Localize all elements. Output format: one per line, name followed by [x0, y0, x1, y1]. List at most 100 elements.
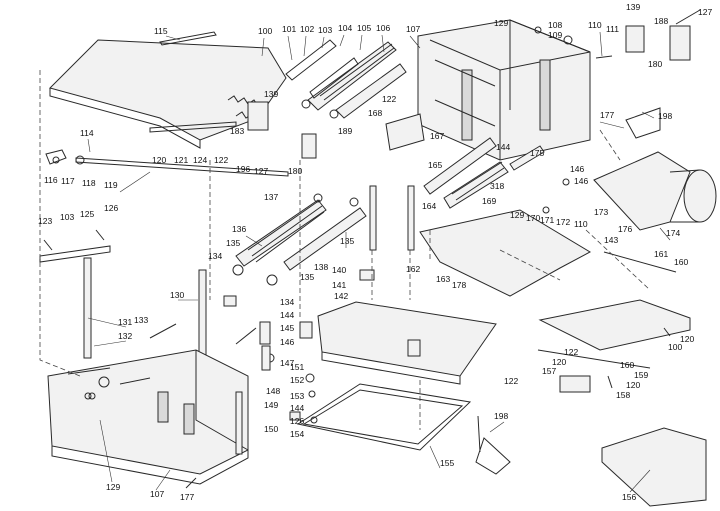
callout-165: 165 [428, 160, 442, 170]
callout-118: 118 [82, 178, 96, 188]
callout-198: 198 [658, 111, 672, 121]
callout-101: 101 [282, 24, 296, 34]
base-stand [47, 349, 249, 485]
callout-134a: 134 [208, 251, 222, 261]
callout-103: 103 [318, 25, 332, 35]
callout-122d: 122 [504, 376, 518, 386]
callout-110: 110 [588, 20, 602, 30]
callout-139: 139 [626, 2, 640, 12]
callout-154: 154 [290, 429, 304, 439]
end-cover [601, 427, 707, 507]
callout-189: 189 [338, 126, 352, 136]
callout-164: 164 [422, 201, 436, 211]
callout-116: 116 [44, 175, 58, 185]
callout-198b: 198 [494, 411, 508, 421]
lever-set [475, 415, 511, 475]
work-table [317, 301, 497, 385]
callout-169: 169 [482, 196, 496, 206]
callout-124: 124 [193, 155, 207, 165]
knife-blade [159, 31, 217, 46]
callout-146b: 146 [574, 176, 588, 186]
callout-144a: 144 [496, 142, 510, 152]
feed-roller-lower [329, 63, 407, 119]
callout-134b: 134 [280, 297, 294, 307]
callout-115: 115 [154, 26, 168, 36]
roller-175 [509, 145, 545, 171]
callout-177b: 177 [180, 492, 194, 502]
column-131 [83, 257, 92, 359]
callout-176: 176 [618, 224, 632, 234]
callout-146c: 146 [280, 337, 294, 347]
callout-180: 180 [648, 59, 662, 69]
callout-160b: 160 [620, 360, 634, 370]
callout-150: 150 [264, 424, 278, 434]
cutter-block-136 [235, 199, 327, 267]
callout-100b: 100 [668, 342, 682, 352]
callout-168: 168 [368, 108, 382, 118]
callout-135c: 135 [300, 272, 314, 282]
bearing-bar [285, 39, 337, 81]
callout-105: 105 [357, 23, 371, 33]
callout-160a: 160 [674, 257, 688, 267]
callout-122: 122 [382, 94, 396, 104]
callout-117: 117 [61, 176, 75, 186]
deflector-rod [537, 349, 651, 369]
bearing-bar-lower [309, 57, 359, 99]
cutter-block-138 [283, 207, 367, 271]
callout-100: 100 [258, 26, 272, 36]
callout-196: 196 [236, 164, 250, 174]
screws [39, 9, 701, 489]
pressure-rod-knob [45, 149, 67, 165]
callout-104: 104 [338, 23, 352, 33]
callout-178: 178 [452, 280, 466, 290]
callout-155: 155 [440, 458, 454, 468]
mounting-bracket [625, 107, 661, 139]
dust-hood [593, 151, 717, 231]
callout-135a: 135 [340, 236, 354, 246]
callout-152: 152 [290, 375, 304, 385]
callout-141: 141 [332, 280, 346, 290]
guide-rod [603, 251, 677, 273]
hinge-block-right [669, 25, 691, 61]
callout-175: 175 [530, 148, 544, 158]
callout-121: 121 [174, 155, 188, 165]
callout-144b: 144 [280, 310, 294, 320]
callout-123: 123 [38, 216, 52, 226]
callout-126a: 126 [104, 203, 118, 213]
callout-109: 109 [548, 30, 562, 40]
column-162-a [369, 185, 377, 251]
callout-157: 157 [542, 366, 556, 376]
feed-roller-upper [301, 41, 397, 111]
callout-318: 318 [490, 181, 504, 191]
callout-163: 163 [436, 274, 450, 284]
callout-140: 140 [332, 265, 346, 275]
callout-188: 188 [654, 16, 668, 26]
callout-132: 132 [118, 331, 132, 341]
callout-135b: 135 [226, 238, 240, 248]
callout-139b: 139 [264, 89, 278, 99]
callout-129c: 129 [106, 482, 120, 492]
callout-142: 142 [334, 291, 348, 301]
callout-174: 174 [666, 228, 680, 238]
callout-133: 133 [134, 315, 148, 325]
callout-180b: 180 [288, 166, 302, 176]
callout-126b: 126 [290, 416, 304, 426]
callout-136: 136 [232, 224, 246, 234]
callout-147: 147 [280, 358, 294, 368]
callout-143: 143 [604, 235, 618, 245]
callout-130: 130 [170, 290, 184, 300]
cutter-block-169 [443, 161, 509, 209]
callout-125: 125 [80, 209, 94, 219]
callout-131: 131 [118, 317, 132, 327]
callout-173: 173 [594, 207, 608, 217]
part-callouts: 115 100 101 102 103 104 105 106 107 129 … [38, 2, 712, 502]
callout-107: 107 [406, 24, 420, 34]
side-rail [235, 391, 243, 455]
callout-172: 172 [556, 217, 570, 227]
callout-183: 183 [230, 126, 244, 136]
callout-149: 149 [264, 400, 278, 410]
callout-158: 158 [616, 390, 630, 400]
callout-107b: 107 [150, 489, 164, 499]
callout-111: 111 [606, 24, 619, 34]
